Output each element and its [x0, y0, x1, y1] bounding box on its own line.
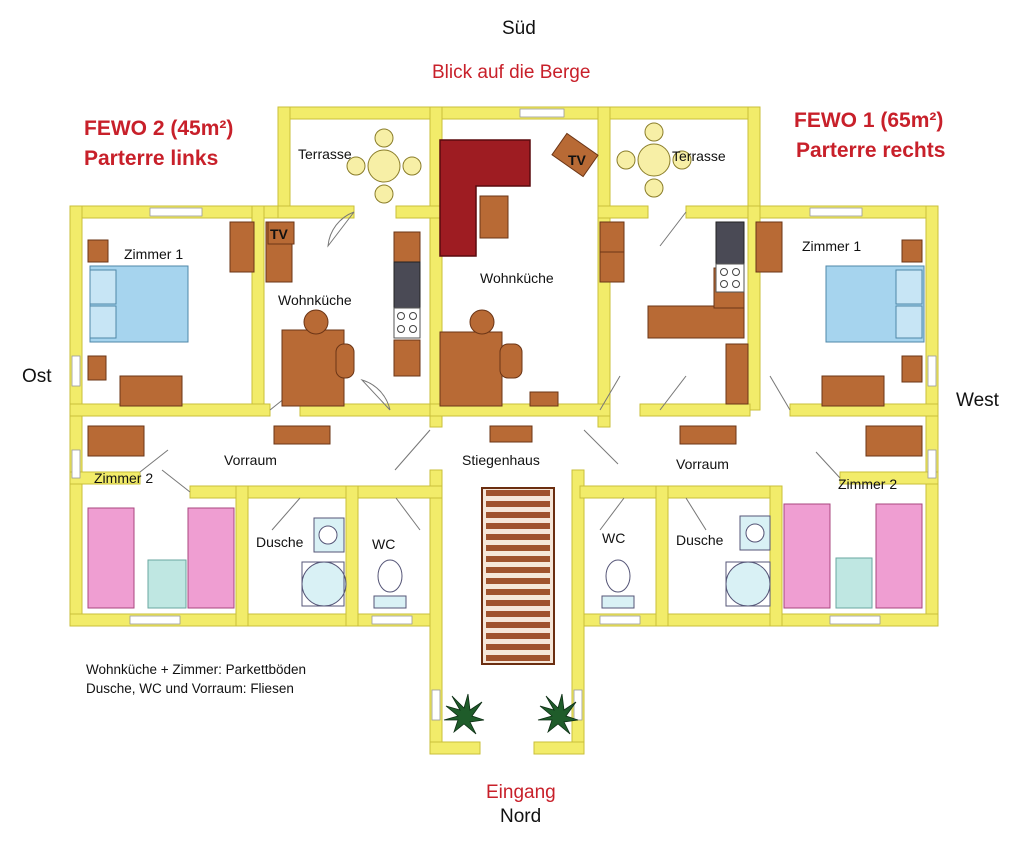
hall-right-label: Vorraum [676, 456, 729, 472]
compass-north: Nord [500, 806, 542, 827]
stair-step [486, 611, 550, 617]
stair-step [486, 600, 550, 606]
room2-right-label: Zimmer 2 [838, 476, 898, 492]
stair-step [486, 490, 550, 496]
plants [443, 693, 579, 735]
apt1-title: FEWO 1 (65m²) [794, 109, 944, 132]
room1-left-label: Zimmer 1 [124, 246, 184, 262]
compass-east: Ost [22, 366, 52, 387]
legend-line-2: Dusche, WC und Vorraum: Fliesen [86, 681, 294, 696]
stair-step [486, 501, 550, 507]
room2-left-label: Zimmer 2 [94, 470, 154, 486]
hall-left-label: Vorraum [224, 452, 277, 468]
windows [71, 108, 937, 721]
stair-step [486, 567, 550, 573]
kitchen-center-label: Wohnküche [480, 270, 554, 286]
beds-blue [89, 265, 925, 343]
room1-right-label: Zimmer 1 [802, 238, 862, 254]
shower-left-label: Dusche [256, 534, 304, 550]
walls [69, 106, 939, 755]
view-label: Blick auf die Berge [432, 62, 591, 83]
stair-step [486, 655, 550, 661]
stair-step [486, 534, 550, 540]
doors [139, 211, 841, 531]
terrace-left-label: Terrasse [298, 146, 352, 162]
legend-line-1: Wohnküche + Zimmer: Parkettböden [86, 662, 306, 677]
apt2-subtitle: Parterre links [84, 147, 219, 170]
compass-south: Süd [502, 18, 536, 39]
sanitary [301, 515, 771, 609]
stair-step [486, 512, 550, 518]
furniture [87, 195, 923, 457]
tv-label-center: TV [568, 152, 586, 168]
wc-right-label: WC [602, 530, 626, 546]
stair-step [486, 622, 550, 628]
stair-step [486, 633, 550, 639]
stair-step [486, 545, 550, 551]
apt2-title: FEWO 2 (45m²) [84, 117, 234, 140]
stair-step [486, 523, 550, 529]
compass-west: West [956, 390, 999, 411]
staircase [481, 487, 555, 665]
stairwell-label: Stiegenhaus [462, 452, 540, 468]
stair-step [486, 644, 550, 650]
wc-left-label: WC [372, 536, 396, 552]
sofa [439, 139, 531, 257]
kitchen-left-label: Wohnküche [278, 292, 352, 308]
stair-step [486, 578, 550, 584]
stair-step [486, 589, 550, 595]
stoves [393, 221, 745, 339]
entrance-label: Eingang [486, 782, 556, 803]
tv-units [267, 132, 599, 245]
terrace-right-label: Terrasse [672, 148, 726, 164]
nightstands [147, 557, 873, 609]
apt1-subtitle: Parterre rechts [796, 139, 946, 162]
beds-pink [87, 503, 923, 609]
shower-right-label: Dusche [676, 532, 724, 548]
tv-label-left: TV [270, 226, 288, 242]
stair-step [486, 556, 550, 562]
terrace-tables [346, 122, 692, 204]
